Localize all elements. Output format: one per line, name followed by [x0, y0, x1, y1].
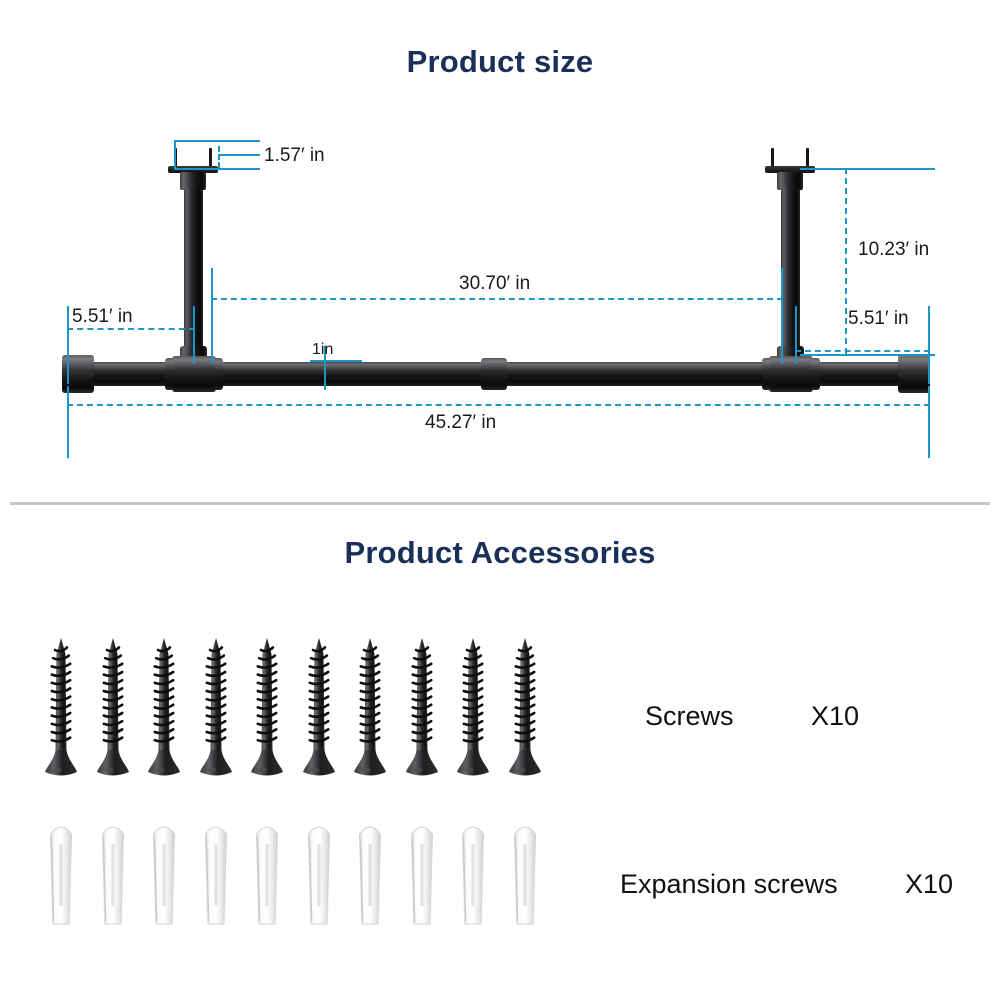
wall-anchor-icon	[49, 826, 73, 925]
expansion-screw-item	[147, 818, 181, 928]
page-title-product-size: Product size	[406, 44, 594, 79]
dim-rightoffset-ext-a	[795, 306, 797, 364]
left-flange-ear-right	[209, 148, 212, 170]
dim-label-total-length: 45.27′ in	[425, 412, 497, 433]
section-divider	[10, 502, 990, 505]
screw-item	[250, 632, 284, 780]
right-end-cap	[898, 355, 930, 393]
right-flange-ear-right	[806, 148, 809, 170]
dim-label-span: 30.70′ in	[459, 273, 531, 294]
expansion-screw-item	[456, 818, 490, 928]
screw-item	[508, 632, 542, 780]
dim-span-ext-right	[781, 268, 783, 364]
wall-anchor-icon	[101, 826, 124, 925]
dim-total-ext-right	[928, 386, 930, 458]
screw-icon	[457, 638, 489, 776]
wall-anchor-icon	[513, 826, 536, 925]
screw-icon	[148, 638, 180, 776]
dim-diameter-rail-top	[310, 360, 362, 362]
screw-item	[147, 632, 181, 780]
screw-icon	[96, 638, 129, 776]
wall-anchor-icon	[358, 826, 382, 925]
dim-total-rail	[67, 404, 930, 406]
expansion-screw-item	[250, 818, 284, 928]
dim-label-right-offset: 5.51′ in	[848, 308, 909, 329]
expansion-screw-item	[508, 818, 542, 928]
wall-anchor-icon	[307, 826, 330, 925]
wall-anchor-icon	[152, 826, 176, 925]
dim-label-flange-width: 1.57′ in	[264, 145, 325, 166]
screw-item	[302, 632, 336, 780]
product-dimension-diagram: 1.57′ in 30.70′ in 10.23′ in 5.51′ in 5.…	[0, 110, 1000, 480]
right-flange-collar	[777, 172, 803, 190]
dim-rightoffset-rail	[795, 350, 930, 352]
screw-item	[199, 632, 233, 780]
wall-anchor-icon	[461, 826, 485, 925]
accessory-label-screws: Screws	[645, 701, 734, 731]
dim-leftoffset-rail	[67, 328, 195, 330]
screw-icon	[354, 638, 386, 776]
page-title-product-accessories: Product Accessories	[344, 535, 656, 570]
screw-icon	[302, 638, 335, 776]
accessory-qty-expansion-screws: X10	[905, 869, 954, 899]
dim-postheight-bottom-rail	[800, 354, 935, 356]
expansion-screw-item	[44, 818, 78, 928]
dim-flange-ext-mid	[218, 146, 220, 168]
dim-total-ext-left	[67, 386, 69, 458]
right-flange-ear-left	[771, 148, 774, 170]
screw-icon	[199, 638, 232, 776]
accessory-qty-screws: X10	[811, 701, 860, 731]
wall-anchor-icon	[255, 826, 279, 925]
left-flange-collar	[180, 172, 206, 190]
screw-item	[96, 632, 130, 780]
left-tee-collar-b	[214, 358, 223, 390]
dim-postheight-top-rail	[800, 168, 935, 170]
screw-item	[405, 632, 439, 780]
dim-label-post-height: 10.23′ in	[858, 239, 930, 260]
dim-flange-bottom-rail	[174, 168, 260, 170]
expansion-screw-item	[405, 818, 439, 928]
dim-span-rail	[211, 298, 783, 300]
dim-leftoffset-ext-b	[193, 306, 195, 364]
dim-leftoffset-ext-a	[67, 306, 69, 384]
dim-flange-ext-left	[174, 140, 176, 168]
dim-flange-arrow	[218, 154, 260, 156]
dim-flange-top-rail	[174, 140, 260, 142]
dim-label-left-offset: 5.51′ in	[72, 306, 133, 327]
right-vertical-post	[781, 188, 800, 354]
expansion-screw-item	[302, 818, 336, 928]
right-tee-collar-a	[762, 358, 771, 390]
left-vertical-post	[184, 188, 203, 354]
screw-item	[353, 632, 387, 780]
screw-icon	[45, 638, 77, 776]
wall-anchor-icon	[204, 826, 227, 925]
expansion-screw-item	[96, 818, 130, 928]
dim-rightoffset-ext-b	[928, 306, 930, 384]
right-tee-body	[769, 356, 813, 392]
dim-diameter-ext	[324, 346, 326, 390]
dim-span-ext-left	[211, 268, 213, 364]
screw-icon	[405, 638, 438, 776]
expansion-screw-item	[199, 818, 233, 928]
wall-anchor-icon	[410, 826, 433, 925]
right-ceiling-flange	[765, 166, 815, 173]
screw-icon	[508, 638, 541, 776]
center-coupling	[481, 358, 507, 390]
accessory-label-expansion-screws: Expansion screws	[620, 869, 838, 899]
right-tee-collar-b	[811, 358, 820, 390]
screw-item	[44, 632, 78, 780]
left-tee-collar-a	[165, 358, 174, 390]
expansion-screw-item	[353, 818, 387, 928]
dim-label-bar-diameter: 1in	[312, 341, 334, 358]
screw-item	[456, 632, 490, 780]
screw-icon	[251, 638, 283, 776]
dim-postheight-rail	[845, 168, 847, 354]
